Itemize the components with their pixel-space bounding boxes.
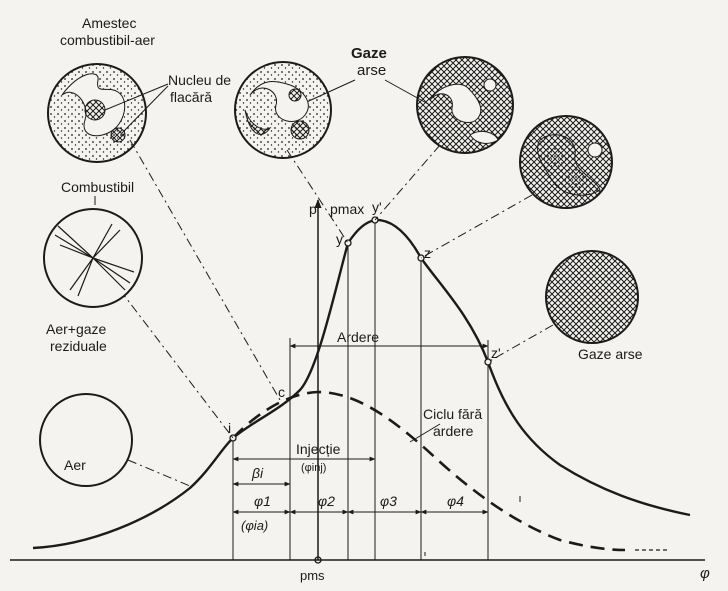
circle-gaze-arse: [545, 250, 639, 344]
gaze-arse-right-label: Gaze arse: [578, 346, 643, 362]
point-zprime-label: z': [491, 345, 501, 361]
point-z-label: z: [424, 245, 431, 261]
point-i-label: i: [228, 420, 231, 436]
point-yprime-label: y': [372, 199, 382, 215]
leader-aer: [127, 459, 191, 487]
pms-label: pms: [300, 568, 325, 583]
aer-gaze-label-line2: reziduale: [50, 338, 107, 354]
nucleu-label-line2: flacără: [170, 89, 212, 105]
reference-lines: [232, 220, 489, 560]
ciclu-label-line2: ardere: [433, 423, 474, 439]
phi2-label: φ2: [318, 493, 335, 509]
leader-gaze-right: [487, 324, 554, 363]
injectie-label: Injecție: [296, 441, 341, 457]
pms-marker: [314, 556, 322, 564]
ciclu-label-line1: Ciclu fără: [423, 406, 482, 422]
leader-gaze-2: [374, 144, 441, 221]
phi-inj-label: (φinj): [301, 462, 326, 474]
circle-flame-late: [519, 115, 613, 209]
point-y-marker: [344, 239, 352, 247]
ardere-label: Ardere: [337, 329, 379, 345]
nucleu-label-line1: Nucleu de: [168, 72, 231, 88]
phi-ia-label: (φia): [241, 518, 268, 533]
pressure-curve: [32, 218, 691, 550]
curve-points: [229, 216, 492, 442]
circle-aer: [39, 393, 133, 487]
pressure-axis-label: p: [309, 201, 317, 217]
nucleu-leaders: [104, 83, 169, 134]
point-c-label: c: [278, 384, 285, 400]
circle-flame-mid: [416, 56, 514, 154]
ciclu-leader: [409, 423, 441, 443]
aer-gaze-label-line1: Aer+gaze: [46, 321, 107, 337]
aer-label: Aer: [64, 457, 86, 473]
circle-amestec: [47, 63, 147, 163]
phi3-label: φ3: [380, 493, 397, 509]
leader-gaze-3: [420, 194, 533, 259]
pmax-label: pmax: [330, 201, 364, 217]
gaze-arse-label-line1: Gaze: [351, 45, 387, 62]
point-y-label: y: [336, 231, 343, 247]
phi4-label: φ4: [447, 493, 464, 509]
phi-axis-label: φ: [700, 565, 710, 582]
circle-combustibil: [43, 208, 143, 308]
combustibil-label: Combustibil: [61, 179, 134, 195]
leader-aer-gaze: [119, 289, 234, 439]
leader-amestec: [129, 139, 281, 401]
point-zprime-marker: [484, 358, 492, 366]
gaze-arse-label-line2: arse: [357, 62, 386, 79]
amestec-label-line1: Amestec: [82, 15, 136, 31]
phi1-label: φ1: [254, 493, 271, 509]
amestec-label-line2: combustibil-aer: [60, 32, 155, 48]
leader-lines: [94, 139, 554, 487]
baseline-ticks: [424, 496, 521, 556]
beta-i-label: βi: [251, 465, 264, 481]
circle-flame-early: [234, 61, 332, 159]
